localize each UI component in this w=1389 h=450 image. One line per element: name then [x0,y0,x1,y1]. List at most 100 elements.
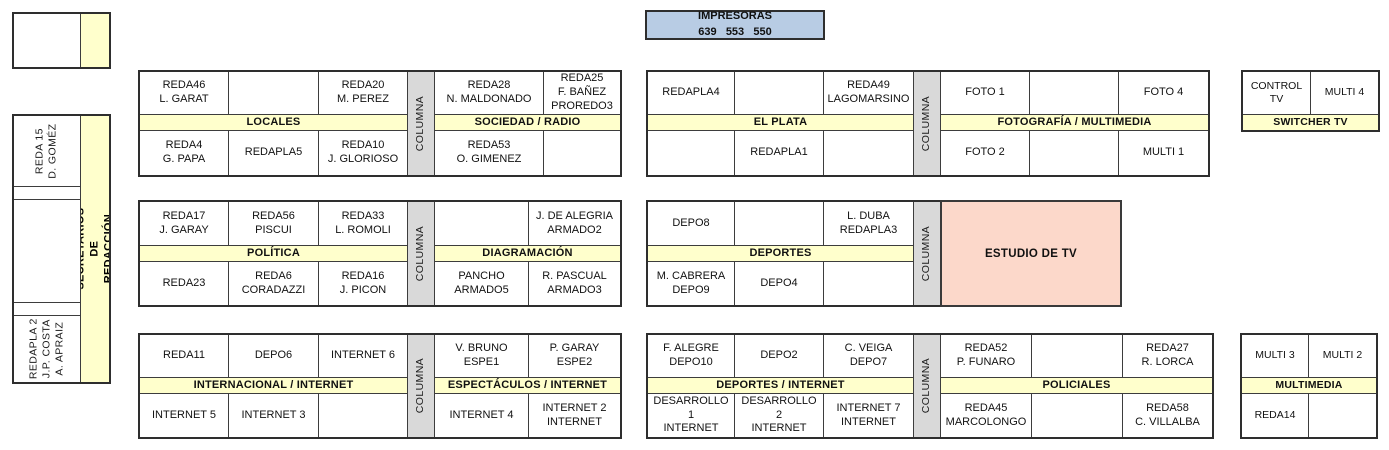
empty-desk-cell [14,200,80,302]
desk-cell: MULTI 3 [1242,335,1308,377]
section-header-diagramacion: DIAGRAMACIÓN [435,246,620,261]
empty-desk-cell [1032,335,1122,377]
section-header-el-plata: EL PLATA [648,115,913,130]
columna-strip: COLUMNA [408,72,434,175]
desk-cell: DEPO4 [735,262,823,305]
desk-cell: DEPO2 [735,335,823,377]
desk-cell: REDAPLA5 [229,131,318,175]
desk-label-redapla2: REDAPLA 2 J.P. COSTA A. APRAIZ [27,318,66,380]
desk-cell: REDA14 [1242,394,1308,437]
top-left-box [12,12,111,69]
empty-desk-cell [735,202,823,245]
table-locales-sociedad: REDA46 L. GARAT REDA20 M. PEREZ COLUMNA … [138,70,622,177]
desk-cell: REDA16 J. PICON [319,262,407,305]
columna-label: COLUMNA [920,95,933,152]
desk-cell: REDA27 R. LORCA [1123,335,1212,377]
table-deportes: DEPO8 L. DUBA REDAPLA3 COLUMNA DEPORTES … [646,200,942,307]
empty-desk-cell [1030,131,1118,175]
empty-desk-cell [435,202,528,245]
desk-cell: REDA17 J. GARAY [140,202,228,245]
desk-cell: REDA33 L. ROMOLI [319,202,407,245]
empty-desk-cell [14,303,80,315]
empty-desk-cell [319,394,407,437]
empty-desk-cell [229,72,318,114]
desk-cell: L. DUBA REDAPLA3 [824,202,913,245]
columna-label: COLUMNA [920,358,933,414]
desk-cell: M. CABRERA DEPO9 [648,262,734,305]
section-header-locales: LOCALES [140,115,407,130]
desk-label-reda15: REDA 15 D. GOMÉZ [33,123,59,179]
empty-desk-cell [824,131,913,175]
desk-cell: REDA46 L. GARAT [140,72,228,114]
secretarios-strip: SECRETARIOS DE REDACCIÓN [81,116,109,382]
table-multimedia: MULTI 3 MULTI 2 MULTIMEDIA REDA14 [1240,333,1378,439]
section-header-sociedad-radio: SOCIEDAD / RADIO [435,115,620,130]
desk-cell: REDA45 MARCOLONGO [941,394,1031,437]
desk-cell: F. ALEGRE DEPO10 [648,335,734,377]
desk-cell: DESARROLLO 1 INTERNET [648,394,734,437]
columna-label: COLUMNA [414,358,427,414]
secretarios-label: SECRETARIOS DE REDACCIÓN [81,208,109,290]
section-header-multimedia: MULTIMEDIA [1242,378,1376,393]
table-switcher-tv: CONTROL TV MULTI 4 SWITCHER TV [1241,70,1380,132]
desk-cell: INTERNET 2 INTERNET [529,394,620,437]
desk-cell: REDA49 LAGOMARSINO [824,72,913,114]
desk-cell: J. DE ALEGRIA ARMADO2 [529,202,620,245]
empty-desk-cell [14,14,80,67]
desk-cell: DEPO6 [229,335,318,377]
columna-label: COLUMNA [414,225,427,282]
desk-cell: REDA10 J. GLORIOSO [319,131,407,175]
desk-cell: MULTI 1 [1119,131,1208,175]
desk-cell: REDA 15 D. GOMÉZ [14,116,80,186]
columna-strip: COLUMNA [408,335,434,437]
estudio-de-tv-box: ESTUDIO DE TV [940,200,1122,307]
columna-strip: COLUMNA [408,202,434,305]
desk-cell: REDA25 F. BAÑEZ PROREDO3 [544,72,620,114]
section-header-deportes: DEPORTES [648,246,913,261]
desk-cell: INTERNET 4 [435,394,528,437]
desk-cell: FOTO 2 [941,131,1029,175]
columna-label: COLUMNA [920,225,933,282]
columna-strip: COLUMNA [914,72,940,175]
desk-cell: MULTI 2 [1309,335,1376,377]
empty-desk-cell [824,262,913,305]
desk-cell: V. BRUNO ESPE1 [435,335,528,377]
table-deportesinternet-policiales: F. ALEGRE DEPO10 DEPO2 C. VEIGA DEPO7 CO… [646,333,1214,439]
section-header-switcher-tv: SWITCHER TV [1243,115,1378,130]
desk-cell: FOTO 1 [941,72,1029,114]
desk-cell: PANCHO ARMADO5 [435,262,528,305]
empty-desk-cell [648,131,734,175]
section-header-policiales: POLICIALES [941,378,1212,393]
table-elplata-foto: REDAPLA4 REDA49 LAGOMARSINO COLUMNA FOTO… [646,70,1210,177]
desk-cell: REDA52 P. FUNARO [941,335,1031,377]
sidebar-secretarios: REDA 15 D. GOMÉZ REDAPLA 2 J.P. COSTA A.… [12,114,111,384]
desk-cell: FOTO 4 [1119,72,1208,114]
desk-cell: REDAPLA1 [735,131,823,175]
section-header-politica: POLÍTICA [140,246,407,261]
desk-cell: R. PASCUAL ARMADO3 [529,262,620,305]
desk-cell: MULTI 4 [1311,72,1378,114]
columna-strip: COLUMNA [914,335,940,437]
yellow-strip-cell [81,14,109,67]
columna-label: COLUMNA [414,95,427,152]
desk-cell: REDA11 [140,335,228,377]
columna-strip: COLUMNA [914,202,940,305]
impresoras-box: IMPRESORAS 639 553 550 [645,10,825,40]
desk-cell: REDAPLA4 [648,72,734,114]
desk-cell: REDA56 PISCUI [229,202,318,245]
table-politica-diagramacion: REDA17 J. GARAY REDA56 PISCUI REDA33 L. … [138,200,622,307]
desk-cell: DEPO8 [648,202,734,245]
desk-cell: P. GARAY ESPE2 [529,335,620,377]
desk-cell: INTERNET 6 [319,335,407,377]
desk-cell: REDA58 C. VILLALBA [1123,394,1212,437]
empty-desk-cell [1030,72,1118,114]
section-header-espectaculos-internet: ESPECTÁCULOS / INTERNET [435,378,620,393]
desk-cell: REDA23 [140,262,228,305]
desk-cell: REDA4 G. PAPA [140,131,228,175]
desk-cell: REDA6 CORADAZZI [229,262,318,305]
empty-desk-cell [735,72,823,114]
section-header-fotografia-multimedia: FOTOGRAFÍA / MULTIMEDIA [941,115,1208,130]
desk-cell: CONTROL TV [1243,72,1310,114]
desk-cell: REDA53 O. GIMENEZ [435,131,543,175]
desk-cell: REDA28 N. MALDONADO [435,72,543,114]
